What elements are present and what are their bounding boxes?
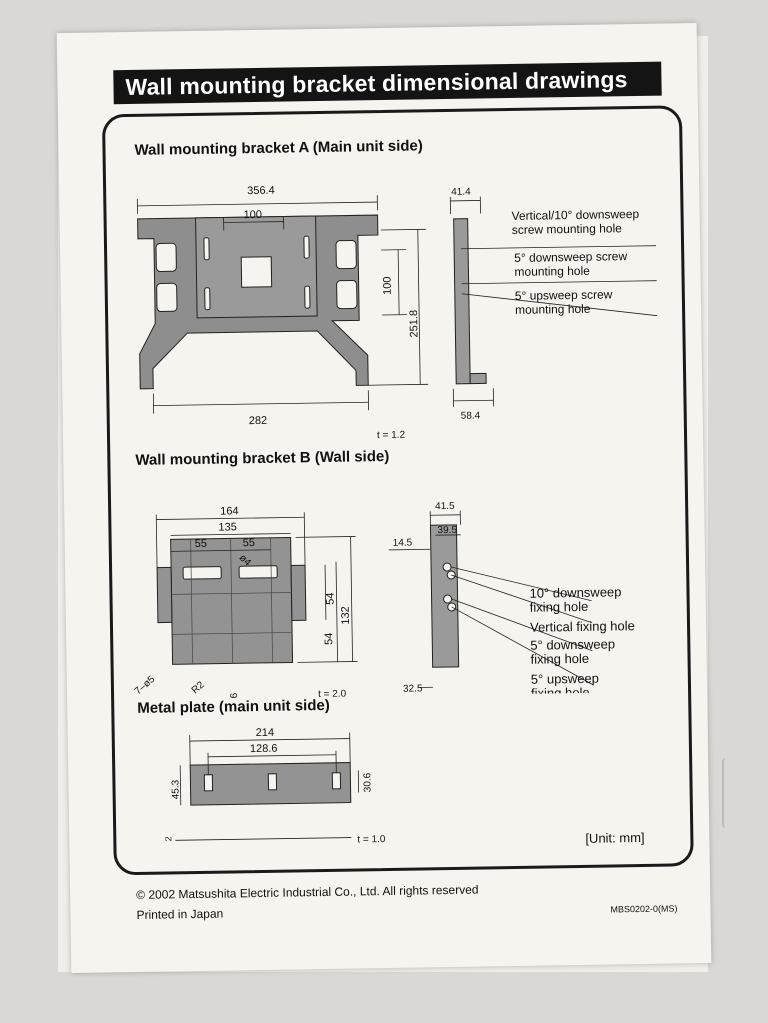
bracket-a-hole xyxy=(155,242,177,272)
dim-b-164: 164 xyxy=(220,505,239,517)
bracket-b-drawing: 164 135 55 55 54 54 132 ø4 7–ø5 R2 6 t =… xyxy=(133,501,635,700)
page-edge xyxy=(722,758,734,828)
bracket-a-hole xyxy=(336,279,358,310)
dim-a-100: 100 xyxy=(243,209,262,221)
dim-b-39: 39.5 xyxy=(437,525,457,536)
dim-a-356: 356.4 xyxy=(247,185,275,197)
label-a-3b: mounting hole xyxy=(515,302,591,317)
label-a-1a: Vertical/10° downsweep xyxy=(511,207,639,223)
thickness-a: t = 1.2 xyxy=(377,430,406,441)
dim-a-41: 41.4 xyxy=(451,187,471,198)
doc-code: MBS0202-0(MS) xyxy=(610,903,678,915)
metal-plate-drawing: 214 128.6 45.3 30.6 2 t = 1.0 xyxy=(164,727,386,846)
thickness-b: t = 2.0 xyxy=(318,689,347,700)
label-b-4a: 5° upsweep xyxy=(531,671,599,687)
label-b-3b: fixing hole xyxy=(530,651,589,667)
dim-b-54b: 54 xyxy=(323,633,335,645)
dim-b-14: 14.5 xyxy=(393,538,413,549)
dim-c-30: 30.6 xyxy=(362,772,373,792)
bracket-a-side xyxy=(453,218,471,385)
label-b-2: Vertical fixing hole xyxy=(530,618,635,635)
dim-b-r2: R2 xyxy=(190,679,207,696)
page-title: Wall mounting bracket dimensional drawin… xyxy=(113,61,662,105)
dim-b-54a: 54 xyxy=(324,593,336,605)
dim-b-6: 6 xyxy=(229,692,240,698)
dim-a-251: 251.8 xyxy=(408,310,420,338)
copyright: © 2002 Matsushita Electric Industrial Co… xyxy=(136,882,479,902)
label-b-1a: 10° downsweep xyxy=(529,584,621,600)
document-page: Wall mounting bracket dimensional drawin… xyxy=(56,23,712,973)
dim-c-2: 2 xyxy=(164,836,174,841)
dim-c-45: 45.3 xyxy=(170,779,181,799)
label-a-1b: screw mounting hole xyxy=(512,221,623,237)
dim-b-slot: 7–ø5 xyxy=(133,674,158,698)
dim-b-41: 41.5 xyxy=(435,501,455,512)
dim-c-214: 214 xyxy=(256,727,275,739)
dim-b-132: 132 xyxy=(340,606,352,625)
printed-in: Printed in Japan xyxy=(136,906,224,922)
dim-b-55a: 55 xyxy=(195,538,207,550)
dim-b-55b: 55 xyxy=(243,537,255,549)
bracket-a-hole xyxy=(156,282,178,312)
section-c-heading: Metal plate (main unit side) xyxy=(137,696,330,717)
bracket-a-hole xyxy=(335,239,357,270)
dim-b-32: 32.5 xyxy=(403,683,423,694)
label-b-3a: 5° downsweep xyxy=(530,636,615,652)
unit-note: [Unit: mm] xyxy=(585,829,645,846)
dim-a-282: 282 xyxy=(249,415,268,427)
bracket-a-center-hole xyxy=(240,256,273,288)
label-a-2b: mounting hole xyxy=(514,264,590,279)
label-b-1b: fixing hole xyxy=(530,599,589,615)
bracket-a-drawing: 356.4 100 100 251.8 282 t = 1.2 41.4 58.… xyxy=(136,185,658,441)
dim-c-128: 128.6 xyxy=(250,743,278,755)
dim-b-135: 135 xyxy=(218,521,237,533)
dim-a-58: 58.4 xyxy=(461,410,481,421)
dim-a-100v: 100 xyxy=(382,276,394,295)
label-a-3a: 5° upsweep screw xyxy=(515,287,613,303)
thickness-c: t = 1.0 xyxy=(357,834,386,845)
label-a-2a: 5° downsweep screw xyxy=(514,249,627,265)
